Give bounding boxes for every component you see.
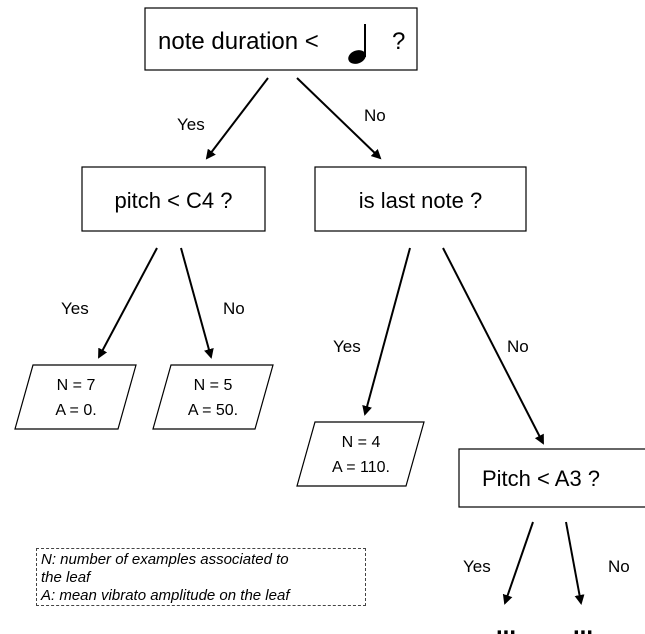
edge-last-no (442, 247, 544, 445)
edge-label-root-yes: Yes (177, 115, 205, 134)
leaf-2-a: A = 50. (188, 402, 238, 419)
edge-c4-no (180, 247, 214, 359)
leaf-2-n: N = 5 (194, 377, 233, 394)
legend-line-1: N: number of examples associated to (41, 551, 289, 568)
edge-root-yes (205, 77, 269, 160)
leaf-3-a: A = 110. (332, 459, 390, 476)
pitch-c4-node: pitch < C4 ? (81, 166, 266, 232)
edge-label-c4-no: No (223, 299, 245, 318)
edge-label-c4-yes: Yes (61, 299, 89, 318)
edge-last-yes (362, 247, 411, 416)
continuation-right: ... (573, 613, 593, 634)
edge-c4-yes (98, 247, 158, 359)
last-note-node: is last note ? (314, 166, 527, 232)
leaf-node-1: N = 7 A = 0. (14, 364, 137, 430)
legend-line-2: the leaf (41, 569, 91, 586)
edge-label-a3-no: No (608, 557, 630, 576)
root-node: note duration < ? (144, 7, 418, 71)
edge-label-a3-yes: Yes (463, 557, 491, 576)
edge-root-no (296, 77, 382, 160)
leaf-1-n: N = 7 (57, 377, 96, 394)
legend-box: N: number of examples associated to the … (36, 548, 366, 606)
leaf-node-3: N = 4 A = 110. (296, 421, 425, 487)
edge-a3-no (565, 521, 585, 605)
leaf-3-n: N = 4 (342, 434, 381, 451)
last-note-text: is last note ? (359, 188, 483, 213)
edge-label-last-no: No (507, 337, 529, 356)
continuation-left: ... (496, 613, 516, 634)
root-node-question: ? (392, 28, 405, 55)
pitch-a3-node: Pitch < A3 ? (458, 448, 645, 508)
leaf-node-2: N = 5 A = 50. (152, 364, 274, 430)
edge-a3-yes (502, 521, 534, 605)
half-note-icon (348, 24, 366, 64)
edge-label-root-no: No (364, 106, 386, 125)
pitch-a3-text: Pitch < A3 ? (482, 466, 600, 491)
legend-line-3: A: mean vibrato amplitude on the leaf (41, 587, 290, 604)
root-node-text: note duration < (158, 28, 319, 55)
leaf-1-a: A = 0. (55, 402, 96, 419)
edge-label-last-yes: Yes (333, 337, 361, 356)
pitch-c4-text: pitch < C4 ? (114, 188, 232, 213)
